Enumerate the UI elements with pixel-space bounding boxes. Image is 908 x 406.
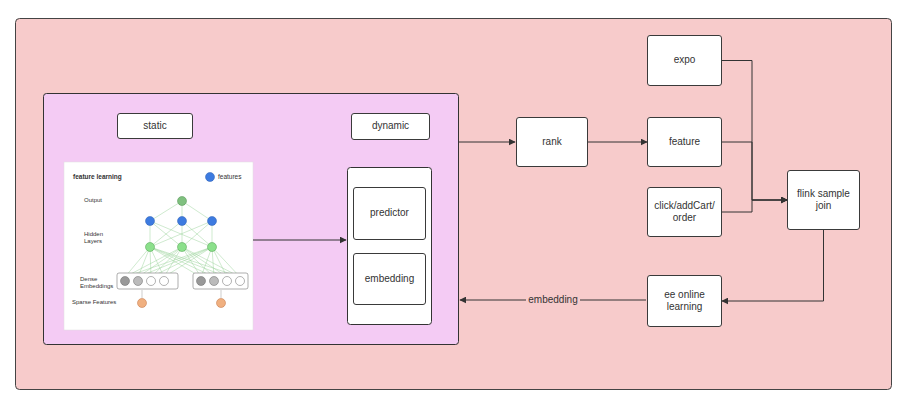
figure-label: Hidden Layers [84, 231, 118, 245]
connector [722, 142, 787, 200]
network-illustration [64, 162, 253, 330]
box-label: feature [669, 136, 700, 149]
process-box: ee online learning [647, 275, 722, 327]
process-box: click/addCart/order [647, 187, 722, 237]
dynamic-frame [348, 168, 432, 325]
box-label: flink sample join [792, 188, 855, 213]
process-box: embedding [353, 253, 426, 305]
process-box: static [117, 113, 193, 139]
panel-to-rank-arrow [459, 142, 515, 143]
process-box: expo [647, 35, 722, 86]
process-box: flink sample join [787, 170, 860, 230]
process-box: predictor [353, 187, 426, 240]
box-label: dynamic [372, 120, 409, 133]
process-box: feature [647, 117, 722, 167]
figure-label: Sparse Features [72, 299, 116, 306]
figure-label: features [218, 173, 242, 181]
process-box: rank [516, 117, 588, 167]
connector [722, 61, 787, 201]
connector [722, 230, 824, 301]
edge-label: embedding [526, 294, 579, 306]
box-label: expo [674, 54, 696, 67]
process-box: dynamic [351, 113, 430, 140]
box-label: embedding [365, 273, 414, 286]
model-panel [44, 94, 459, 345]
box-label: ee online learning [652, 289, 717, 314]
network-units [117, 173, 248, 308]
connector [722, 200, 787, 212]
box-label: static [143, 120, 166, 133]
figure-label: feature learning [73, 173, 122, 181]
box-label: predictor [370, 207, 409, 220]
illustration-arrow [253, 240, 346, 241]
figure-label: Output [84, 197, 102, 204]
network-lines [125, 201, 240, 277]
connector [588, 142, 647, 143]
box-label: rank [542, 136, 561, 149]
outer-panel [16, 19, 892, 390]
box-label: click/addCart/order [652, 200, 717, 225]
figure-label: Dense Embeddings [80, 276, 116, 290]
